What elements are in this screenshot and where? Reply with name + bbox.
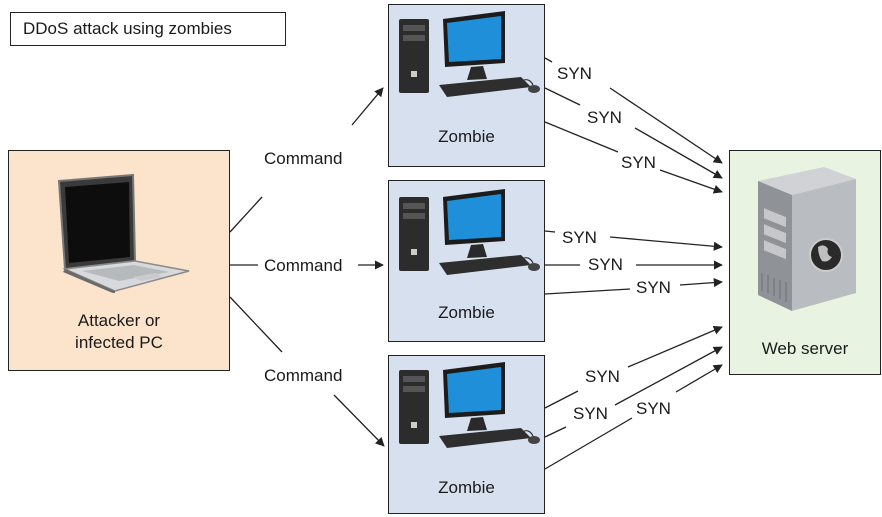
syn-label-7: SYN	[585, 367, 620, 386]
attacker-label-line2: infected PC	[75, 333, 163, 352]
syn-label-9: SYN	[636, 399, 671, 418]
web-server-label: Web server	[761, 339, 849, 358]
zombie-box-2: Zombie	[388, 180, 545, 342]
syn-arrow-z1-b	[544, 87, 581, 106]
zombie-box-3: Zombie	[388, 355, 545, 514]
attacker-label-line1: Attacker or	[77, 311, 161, 330]
syn-label-6: SYN	[636, 278, 671, 297]
web-server-box: Web server	[729, 150, 881, 375]
syn-label-5: SYN	[588, 255, 623, 274]
syn-label-2: SYN	[587, 108, 622, 127]
command-label-3: Command	[264, 366, 343, 385]
command-arrow-3b	[333, 394, 385, 447]
command-label-1: Command	[264, 149, 343, 168]
syn-arrow-z3-c2	[675, 364, 723, 393]
syn-arrow-z2-c1	[544, 288, 631, 295]
syn-arrow-z2-a2	[609, 236, 723, 251]
syn-label-3: SYN	[621, 153, 656, 172]
syn-arrow-z1-c2	[659, 169, 723, 194]
command-arrow-1b	[351, 87, 384, 126]
zombie-label-3: Zombie	[438, 478, 495, 497]
syn-arrow-z1-a	[544, 57, 553, 63]
command-arrow-1	[229, 196, 263, 233]
server-tower-icon	[758, 167, 856, 311]
syn-arrow-z1-c	[544, 121, 619, 153]
syn-arrow-z1-b2	[634, 127, 723, 179]
command-label-2: Command	[264, 256, 343, 275]
command-arrow-3	[229, 296, 283, 353]
syn-arrow-z3-a1	[544, 390, 579, 409]
syn-arrow-z2-a1	[544, 230, 556, 233]
diagram-title-box: DDoS attack using zombies	[10, 12, 286, 46]
desktop-computer-icon	[399, 11, 540, 97]
syn-arrow-z3-a2	[627, 326, 723, 368]
desktop-computer-icon	[399, 189, 540, 275]
syn-label-4: SYN	[562, 228, 597, 247]
syn-arrow-z3-b1	[544, 426, 567, 438]
laptop-icon	[57, 173, 190, 293]
syn-arrow-z3-b2	[614, 346, 723, 406]
syn-arrow-z1-a2	[609, 87, 723, 164]
attacker-box: Attacker or infected PC	[8, 150, 230, 371]
zombie-label-2: Zombie	[438, 303, 495, 322]
syn-label-8: SYN	[573, 404, 608, 423]
zombie-box-1: Zombie	[388, 4, 545, 167]
desktop-computer-icon	[399, 362, 540, 448]
syn-label-1: SYN	[557, 64, 592, 83]
diagram-title: DDoS attack using zombies	[23, 19, 232, 38]
syn-arrow-z2-c2	[679, 278, 723, 288]
zombie-label-1: Zombie	[438, 127, 495, 146]
syn-arrow-z3-c1	[544, 417, 633, 470]
